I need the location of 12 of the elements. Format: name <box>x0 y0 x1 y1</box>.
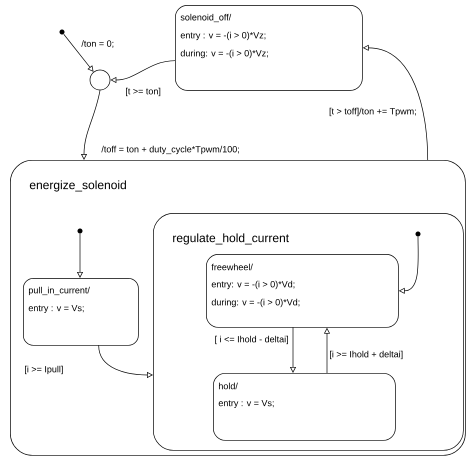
transition-label: [t >= ton] <box>124 86 162 98</box>
transition-label: [ i <= Ihold - deltai] <box>214 334 290 346</box>
state-box: freewheel/ entry: v = -(i > 0)*Vd; during: v = -(i > 0)*Vd; <box>206 254 399 328</box>
state-box: solenoid_off/ entry : v = -(i > 0)*Vz; during: v = -(i > 0)*Vz; <box>175 5 363 91</box>
transition-label: /ton = 0; <box>80 39 116 49</box>
transition-label: [i >= Ihold + deltai] <box>328 350 404 360</box>
transition-label: [i >= Ipull] <box>23 364 64 376</box>
state-box: pull_in_current/ entry : v = Vs; <box>23 278 139 346</box>
transition-label: [t > toff]/ton += Tpwm; <box>328 106 418 118</box>
state-box: hold/ entry : v = Vs; <box>213 372 396 441</box>
junction-circle <box>90 70 110 90</box>
transition-label: /toff = ton + duty_cycle*Tpwm/100; <box>100 144 241 156</box>
